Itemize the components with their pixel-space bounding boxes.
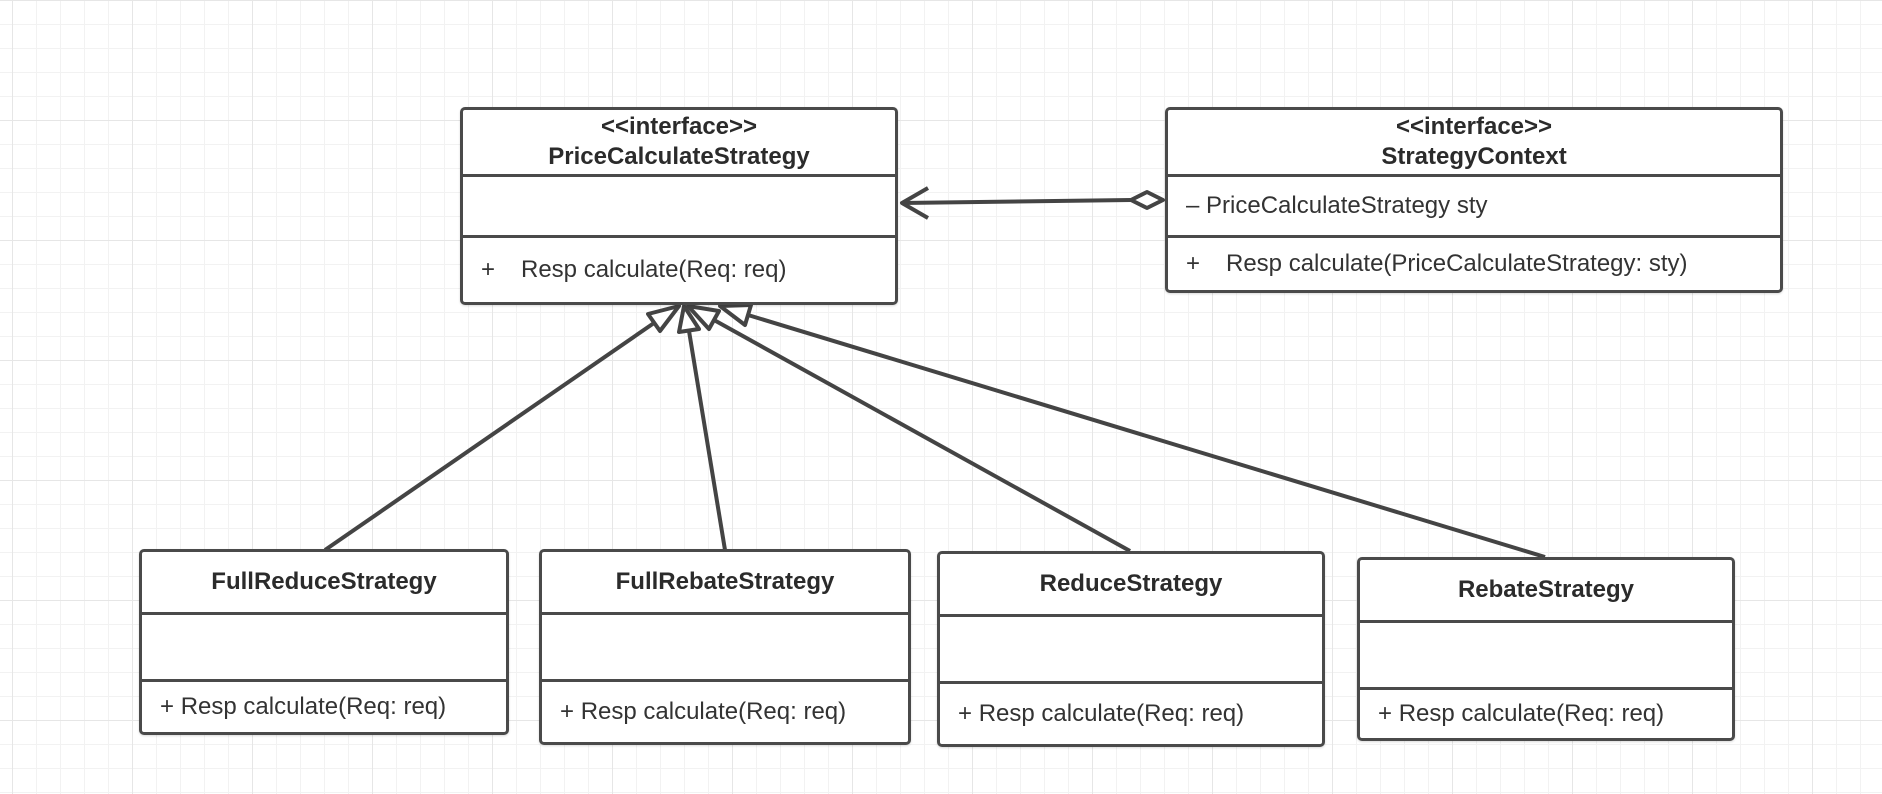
class-rebate-strategy[interactable]: RebateStrategy + Resp calculate(Req: req…	[1357, 557, 1735, 741]
class-header: <<interface>> PriceCalculateStrategy	[463, 110, 895, 177]
visibility-marker: +	[481, 256, 496, 283]
operations-compartment: + Resp calculate(Req: req)	[463, 238, 895, 302]
realization-edge[interactable]	[323, 304, 681, 552]
class-header: <<interface>> StrategyContext	[1168, 110, 1780, 177]
class-name: PriceCalculateStrategy	[548, 143, 810, 170]
attribute: PriceCalculateStrategy sty	[1206, 192, 1488, 219]
class-stereotype: <<interface>>	[600, 113, 758, 140]
realization-edge[interactable]	[677, 304, 727, 551]
attributes-compartment	[542, 615, 908, 682]
class-name: FullReduceStrategy	[211, 568, 437, 595]
operations-compartment: + Resp calculate(PriceCalculateStrategy: …	[1168, 238, 1780, 290]
operations-compartment: + Resp calculate(Req: req)	[1360, 690, 1732, 738]
attributes-compartment	[1360, 623, 1732, 690]
attributes-compartment: – PriceCalculateStrategy sty	[1168, 177, 1780, 238]
operation: Resp calculate(PriceCalculateStrategy: s…	[1226, 250, 1688, 277]
operation: Resp calculate(Req: req)	[180, 693, 447, 720]
visibility-marker: +	[1378, 700, 1393, 727]
class-name: ReduceStrategy	[1039, 570, 1223, 597]
realization-edge[interactable]	[718, 303, 1546, 559]
realization-edge[interactable]	[686, 304, 1131, 553]
visibility-marker: +	[1186, 250, 1201, 277]
class-name: StrategyContext	[1381, 143, 1567, 170]
class-price-calculate-strategy[interactable]: <<interface>> PriceCalculateStrategy + Re…	[460, 107, 898, 305]
operation: Resp calculate(Req: req)	[1398, 700, 1665, 727]
class-name: RebateStrategy	[1457, 576, 1635, 603]
class-full-reduce-strategy[interactable]: FullReduceStrategy + Resp calculate(Req:…	[139, 549, 509, 735]
class-reduce-strategy[interactable]: ReduceStrategy + Resp calculate(Req: req…	[937, 551, 1325, 747]
class-header: FullRebateStrategy	[542, 552, 908, 615]
operation: Resp calculate(Req: req)	[580, 698, 847, 725]
class-header: RebateStrategy	[1360, 560, 1732, 623]
visibility-marker: +	[958, 700, 973, 727]
class-stereotype: <<interface>>	[1395, 113, 1553, 140]
operations-compartment: + Resp calculate(Req: req)	[940, 684, 1322, 744]
visibility-marker: +	[560, 698, 575, 725]
visibility-marker: –	[1186, 192, 1200, 219]
visibility-marker: +	[160, 693, 175, 720]
class-strategy-context[interactable]: <<interface>> StrategyContext – PriceCal…	[1165, 107, 1783, 293]
attributes-compartment	[142, 615, 506, 682]
operation: Resp calculate(Req: req)	[978, 700, 1245, 727]
operation: Resp calculate(Req: req)	[521, 256, 787, 283]
aggregation-edge[interactable]	[900, 186, 1165, 220]
class-full-rebate-strategy[interactable]: FullRebateStrategy + Resp calculate(Req:…	[539, 549, 911, 745]
operations-compartment: + Resp calculate(Req: req)	[542, 682, 908, 742]
attributes-compartment	[463, 177, 895, 238]
class-name: FullRebateStrategy	[615, 568, 835, 595]
class-header: FullReduceStrategy	[142, 552, 506, 615]
class-header: ReduceStrategy	[940, 554, 1322, 617]
operations-compartment: + Resp calculate(Req: req)	[142, 682, 506, 732]
attributes-compartment	[940, 617, 1322, 684]
